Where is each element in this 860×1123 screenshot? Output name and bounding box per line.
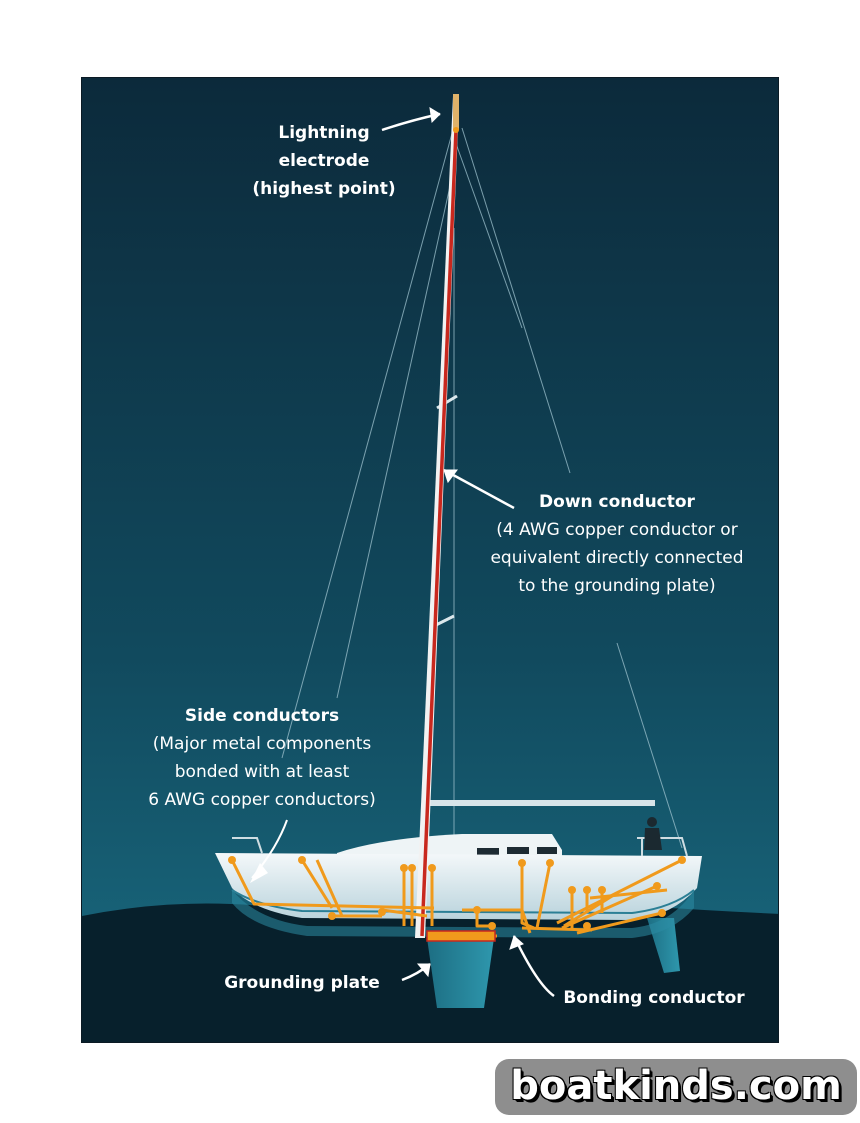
label-line: (4 AWG copper conductor or [496,520,738,540]
down-conductor-wire [420,129,458,937]
underwater-hull [232,890,694,938]
cabin [337,834,562,860]
down-conductor-title: Down conductor [539,492,695,512]
helmsman-body [644,828,662,850]
side-conductors-label: Side conductors (Major metal components … [122,702,402,814]
grounding-plate-text: Grounding plate [224,973,380,993]
side-conductors-arrow [250,819,288,883]
bonding-conductor-text: Bonding conductor [563,988,745,1008]
grounding-plate-label: Grounding plate [212,969,392,997]
watermark-text: boatkinds.com [510,1063,842,1109]
keel [427,938,494,1008]
label-line: (highest point) [252,179,396,199]
label-line: electrode [278,151,370,171]
helmsman-head [647,817,657,827]
label-line: Lightning [278,123,370,143]
electrode-joint [453,127,459,133]
label-line: (Major metal components [152,734,372,754]
lightning-electrode-label: Lightning electrode (highest point) [234,119,414,203]
watermark-badge: boatkinds.com [495,1059,857,1115]
label-line: bonded with at least [174,762,350,782]
hull-stripe [231,889,695,915]
rigging-lines [281,125,683,858]
label-line: equivalent directly connected [490,548,744,568]
grounding-plate [426,930,496,942]
lightning-protection-diagram: Lightning electrode (highest point) Down… [81,77,779,1043]
bonding-nodes [228,856,686,930]
diagram-art [82,78,778,1042]
lightning-electrode [453,94,459,130]
boom [427,800,655,806]
label-line: to the grounding plate) [518,576,716,596]
cabin-windows [477,847,557,855]
callout-arrows [381,107,555,998]
down-conductor-label: Down conductor (4 AWG copper conductor o… [472,488,762,600]
side-conductors-title: Side conductors [184,706,340,726]
bonding-conductor-label: Bonding conductor [554,984,754,1012]
label-line: 6 AWG copper conductors) [148,790,376,810]
